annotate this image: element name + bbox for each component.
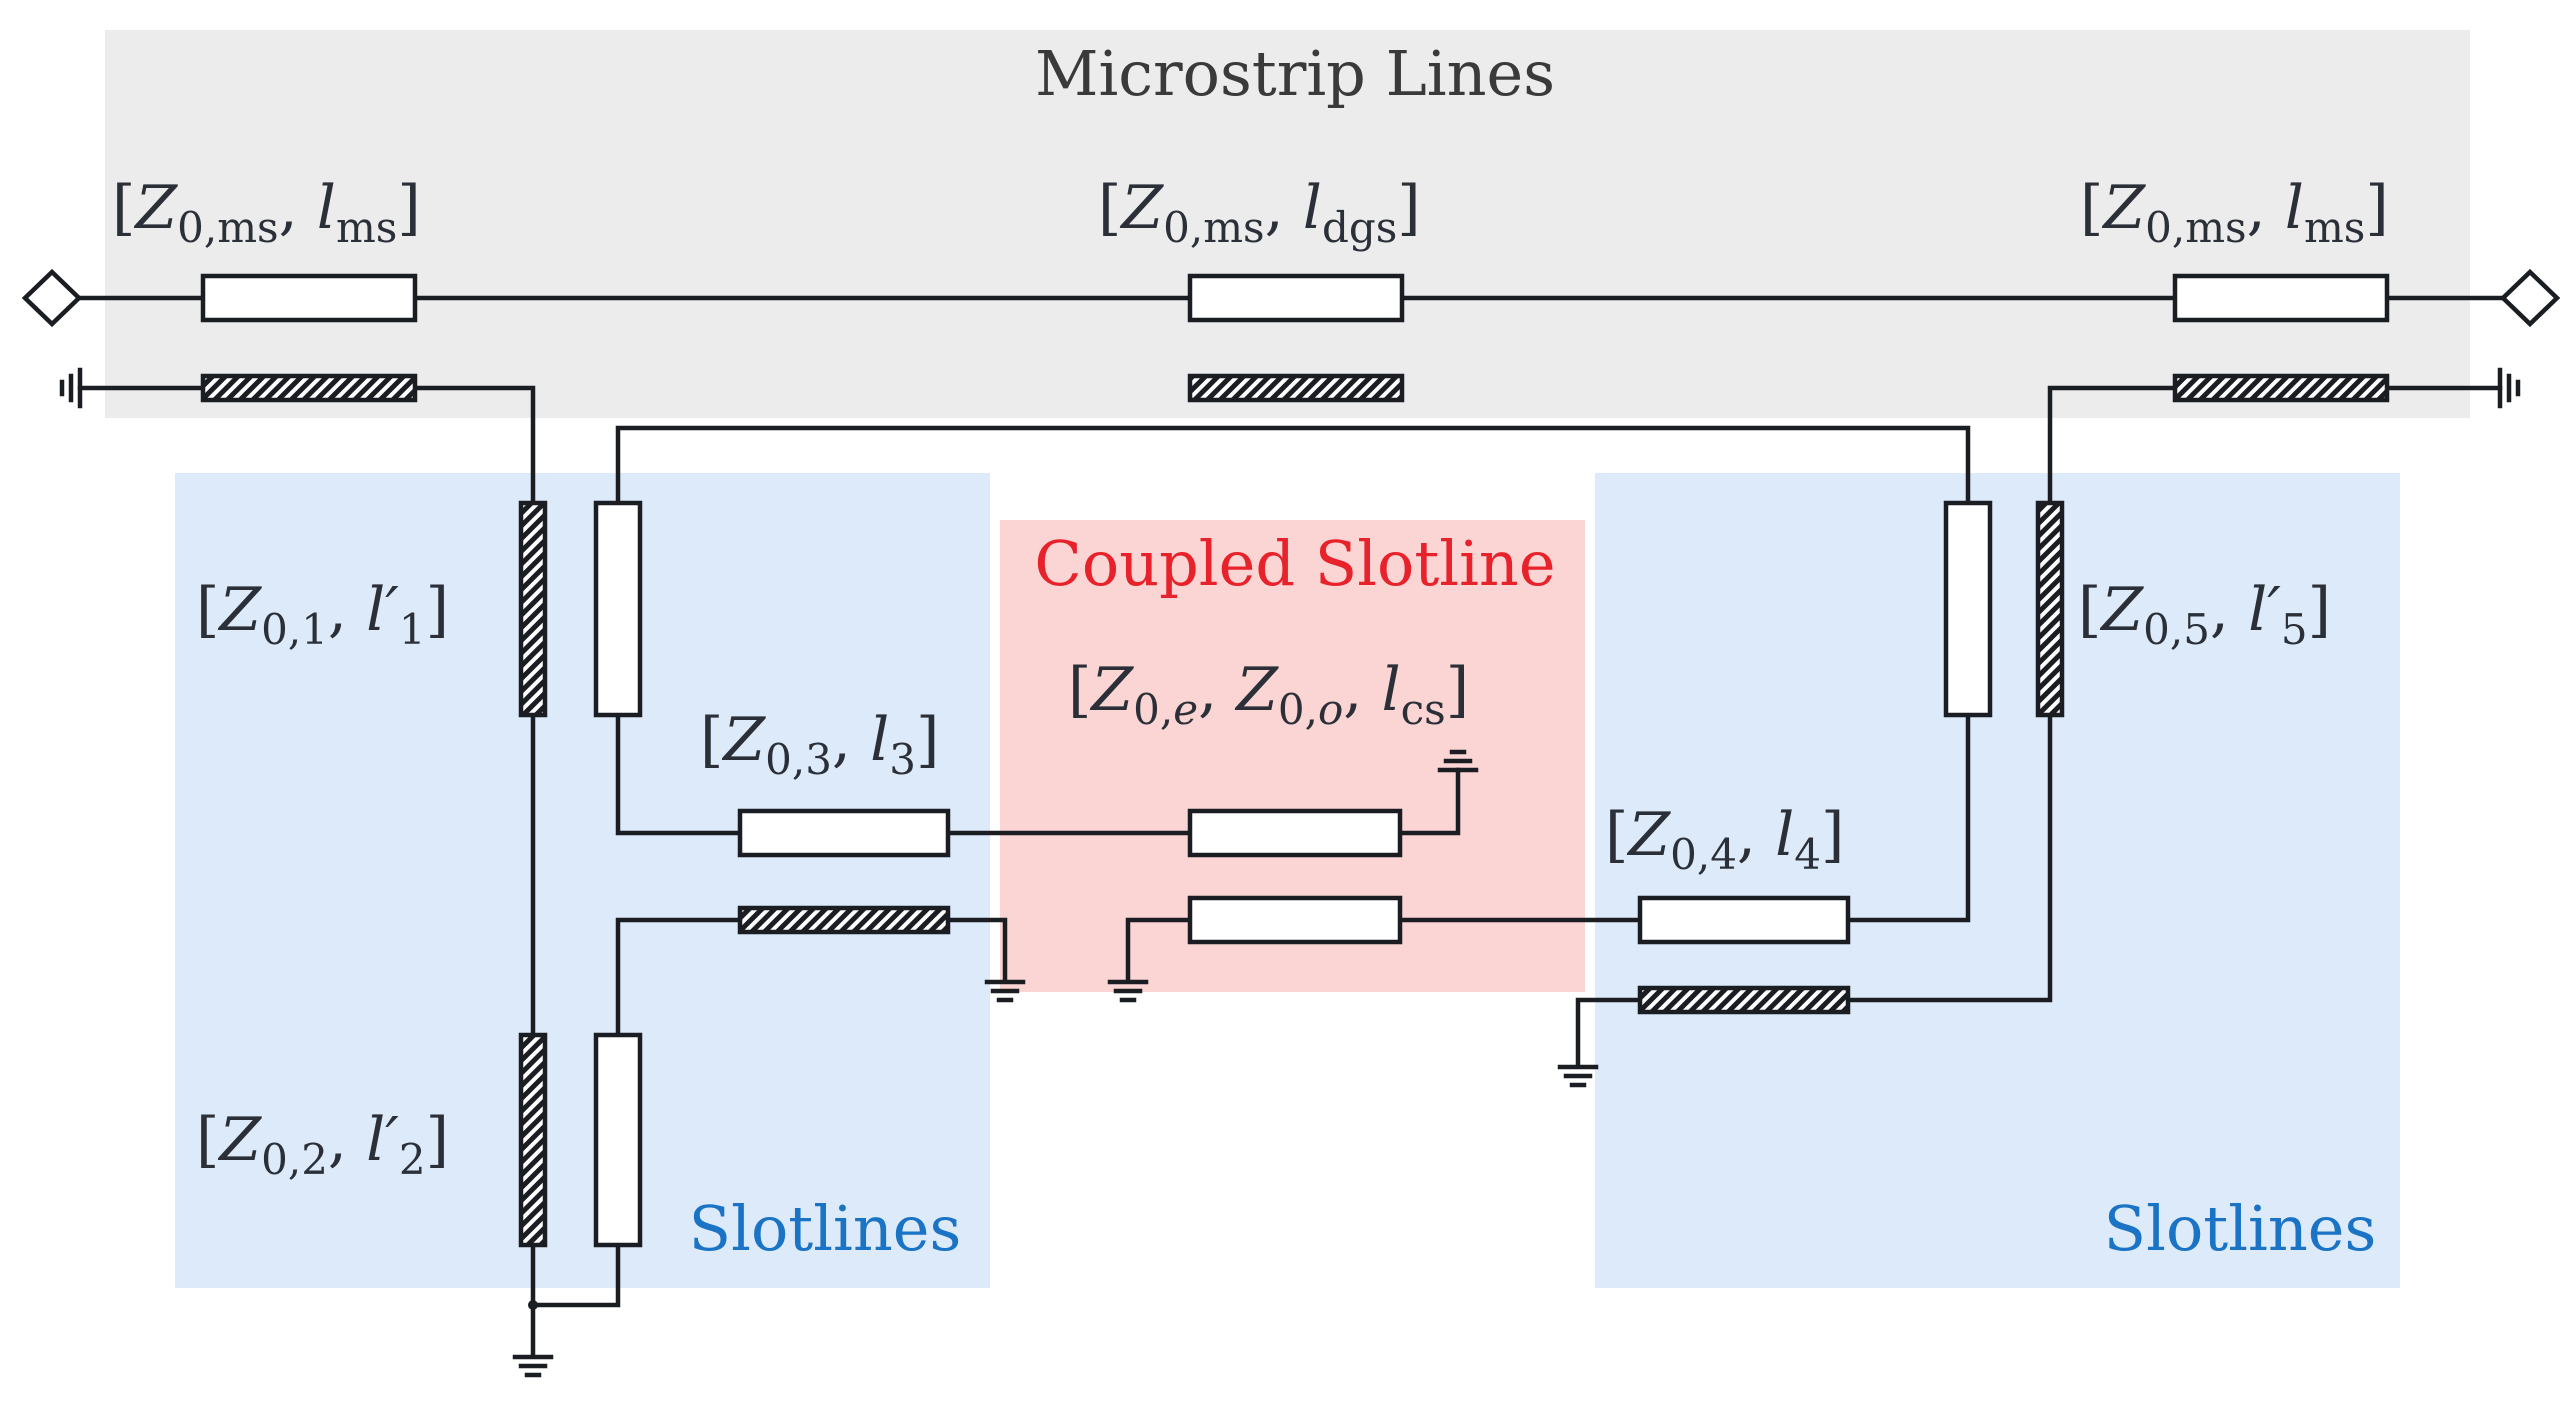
microstrip-title: Microstrip Lines (1035, 37, 1555, 110)
label-slot3: [Z0,3, l3] (700, 705, 939, 784)
coupled-slotline-title: Coupled Slotline (1034, 527, 1555, 600)
line-elements (200, 273, 2390, 1248)
ms-left-line (200, 273, 418, 323)
label-slot5: [Z0,5, l′5] (2078, 575, 2331, 654)
ms-right-line (2172, 273, 2390, 323)
slot1-plain (593, 500, 643, 718)
ground-slot3-icon (984, 979, 1026, 1003)
label-slot1: [Z0,1, l′1] (196, 575, 449, 654)
ms-mid-ground-strip (1187, 373, 1405, 403)
slot5-hatched (2035, 500, 2065, 718)
ms-left-ground-strip (200, 373, 418, 403)
junction-dot (528, 1300, 538, 1310)
slot2-hatched (518, 1032, 548, 1248)
slotlines-right-region (1595, 473, 2400, 1288)
label-coupled: [Z0,e, Z0,o, lcs] (1068, 655, 1469, 734)
slot4-plain (1637, 895, 1851, 945)
ground-coupled-lower-icon (1107, 979, 1149, 1003)
ground-left-edge-icon (59, 367, 83, 409)
slot2-plain (593, 1032, 643, 1248)
port-left-icon (21, 268, 83, 328)
ground-bottom-icon (512, 1354, 554, 1378)
label-slot4: [Z0,4, l4] (1605, 800, 1844, 879)
label-ms-left: [Z0,ms, lms] (112, 173, 421, 252)
ground-slot4-icon (1557, 1064, 1599, 1088)
ground-coupled-upper-icon (1437, 749, 1479, 773)
label-slot2: [Z0,2, l′2] (196, 1105, 449, 1184)
ms-right-ground-strip (2172, 373, 2390, 403)
slotlines-left-region (175, 473, 990, 1288)
ground-right-edge-icon (2497, 367, 2521, 409)
microstrip-region (105, 30, 2470, 418)
coupled-lower (1187, 895, 1403, 945)
label-ms-right: [Z0,ms, lms] (2080, 173, 2389, 252)
port-right-icon (2499, 268, 2561, 328)
slot3-plain (737, 808, 951, 858)
slot1-hatched (518, 500, 548, 718)
slotlines-right-title: Slotlines (2104, 1192, 2377, 1265)
coupled-upper (1187, 808, 1403, 858)
slot3-hatched (737, 905, 951, 935)
slot5-plain (1943, 500, 1993, 718)
label-ms-mid: [Z0,ms, ldgs] (1098, 173, 1421, 252)
ms-mid-line (1187, 273, 1405, 323)
slotlines-left-title: Slotlines (689, 1192, 962, 1265)
slot4-hatched (1637, 985, 1851, 1015)
